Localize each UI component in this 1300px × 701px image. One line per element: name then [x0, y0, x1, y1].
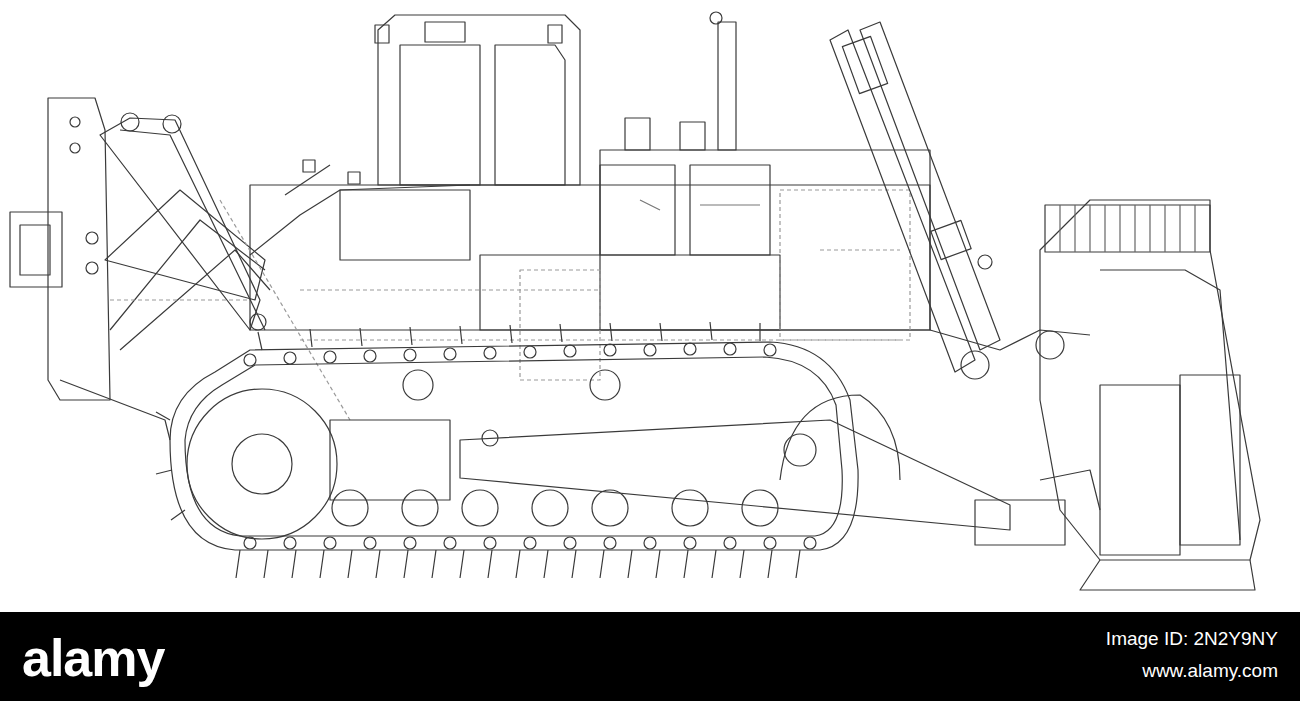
track [170, 342, 858, 550]
carrier-roller [590, 370, 620, 400]
body [250, 185, 930, 330]
hidden-lines [110, 190, 910, 420]
ripper-block [10, 212, 62, 287]
filter-cap [625, 118, 650, 150]
ripper-plate [48, 98, 110, 400]
cutting-edge [1080, 560, 1255, 590]
wireframe [10, 12, 1260, 590]
ground [0, 0, 1300, 612]
sprocket [187, 389, 337, 539]
ripper-block-inner [20, 225, 50, 275]
grousers [236, 550, 800, 578]
push-arm [460, 420, 1010, 530]
road-wheels [332, 490, 778, 526]
footer-bar [0, 612, 1300, 701]
exhaust-stack [718, 22, 736, 150]
image-id: Image ID: 2N2Y9NY [1106, 628, 1278, 650]
blade-grille [1060, 205, 1195, 252]
website: www.alamy.com [1142, 660, 1278, 682]
track-pins [244, 343, 816, 549]
idler-pin [784, 434, 816, 466]
carrier-roller [403, 370, 433, 400]
sprocket-hub [232, 434, 292, 494]
ripper-cylinder [105, 190, 265, 300]
cab [378, 15, 580, 185]
engine-hood [600, 150, 930, 330]
blade [1040, 200, 1260, 560]
logo-text: alamy [22, 628, 164, 688]
filter-cap [680, 122, 705, 150]
